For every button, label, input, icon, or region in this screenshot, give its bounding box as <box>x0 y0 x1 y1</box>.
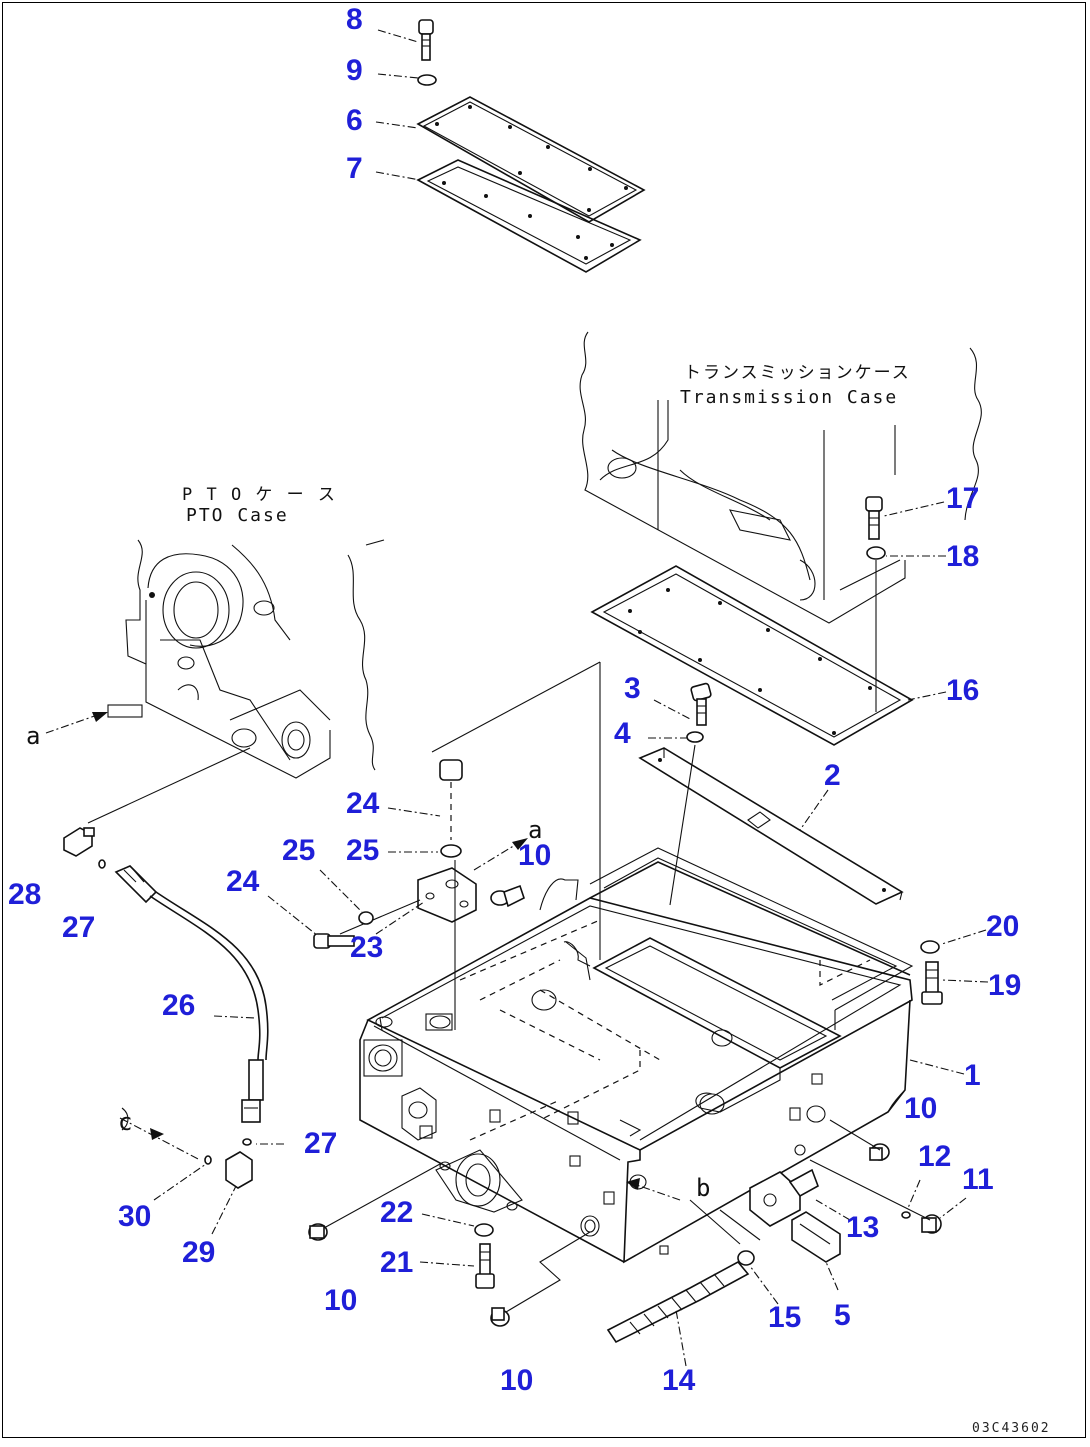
washer-15 <box>737 1250 755 1266</box>
callout-22: 22 <box>380 1196 413 1229</box>
callout-18: 18 <box>946 540 979 573</box>
valve-13 <box>749 1168 819 1227</box>
callout-19: 19 <box>988 969 1021 1002</box>
bolt-19 <box>921 961 943 1005</box>
sensor-28 <box>63 827 95 857</box>
plug-5 <box>791 1211 841 1263</box>
ref-a-top: a <box>528 816 542 844</box>
plug-10-top <box>490 884 525 908</box>
transmission-case-jp-label: トランスミッションケース <box>684 363 911 383</box>
main-case-1 <box>359 847 914 1264</box>
arrow-c-icon <box>150 1128 164 1140</box>
o-ring-30 <box>204 1155 212 1165</box>
callout-12: 12 <box>918 1140 951 1173</box>
callout-13: 13 <box>846 1211 879 1244</box>
drawing-code: 03C43602 <box>972 1421 1051 1436</box>
washer-4 <box>686 731 704 743</box>
callout-25b: 25 <box>282 834 315 867</box>
callout-16: 16 <box>946 674 979 707</box>
bolt-17 <box>865 496 883 540</box>
callout-24b: 24 <box>226 865 260 898</box>
transmission-case-outline <box>579 331 982 624</box>
bolt-24 <box>313 933 355 949</box>
callout-20: 20 <box>986 910 1019 943</box>
callout-23: 23 <box>350 931 383 964</box>
callout-1: 1 <box>964 1059 981 1092</box>
bolt-8 <box>418 19 434 61</box>
callout-5: 5 <box>834 1299 851 1332</box>
cap-24 <box>439 759 463 840</box>
cover-plate-6 <box>416 96 646 223</box>
callout-8: 8 <box>346 3 363 36</box>
bolt-3 <box>690 682 712 726</box>
callout-10d: 10 <box>500 1364 533 1397</box>
bolt-21 <box>475 1243 495 1289</box>
washer-22 <box>474 1223 494 1237</box>
callouts: 8 9 6 7 17 18 3 16 4 2 24 25 25 10 28 24… <box>8 3 1021 1397</box>
callout-4: 4 <box>614 717 631 750</box>
callout-28: 28 <box>8 878 41 911</box>
arrow-a-icon <box>92 712 108 722</box>
pto-case-jp-label: P T O ケ ー ス <box>182 485 337 505</box>
callout-30: 30 <box>118 1200 151 1233</box>
transmission-case-en-label: Transmission Case <box>680 387 898 408</box>
plug-10-bottom <box>490 1307 510 1327</box>
sensor-29 <box>225 1151 253 1189</box>
o-ring-12 <box>901 1211 911 1219</box>
callout-7: 7 <box>346 152 363 185</box>
o-ring-27-bottom <box>242 1138 252 1146</box>
callout-10c: 10 <box>324 1284 357 1317</box>
bracket-23 <box>417 867 477 923</box>
callout-27a: 27 <box>62 911 95 944</box>
ref-a-left: a <box>26 722 40 750</box>
callout-10b: 10 <box>904 1092 937 1125</box>
callout-26: 26 <box>162 989 195 1022</box>
callout-2: 2 <box>824 759 841 792</box>
ref-c: c <box>118 1108 132 1136</box>
washer-20 <box>920 940 940 954</box>
callout-11: 11 <box>962 1163 994 1196</box>
washer-25b <box>358 911 374 925</box>
callout-15: 15 <box>768 1301 801 1334</box>
callout-21: 21 <box>380 1246 413 1279</box>
callout-17: 17 <box>946 482 979 515</box>
washer-9 <box>417 74 437 86</box>
callout-3: 3 <box>624 672 641 705</box>
plug-11 <box>921 1214 942 1234</box>
pto-case-en-label: PTO Case <box>186 505 289 526</box>
hose-26 <box>114 865 269 1123</box>
gasket-16 <box>590 565 914 746</box>
callout-29: 29 <box>182 1236 215 1269</box>
plug-10-left <box>308 1223 328 1241</box>
pto-case-outline <box>107 539 385 779</box>
arrow-a2-icon <box>512 838 528 850</box>
callout-24a: 24 <box>346 787 380 820</box>
strainer-14 <box>606 1260 750 1344</box>
washer-25 <box>440 844 462 858</box>
gasket-7 <box>416 159 642 273</box>
callout-25a: 25 <box>346 834 379 867</box>
o-ring-27-top <box>98 859 106 869</box>
callout-10a: 10 <box>518 839 551 872</box>
callout-6: 6 <box>346 104 363 137</box>
arrow-b-icon <box>626 1178 640 1190</box>
ref-b: b <box>696 1174 710 1202</box>
callout-14: 14 <box>662 1364 696 1397</box>
bracket-2 <box>638 747 904 905</box>
callout-9: 9 <box>346 54 363 87</box>
washer-18 <box>866 546 886 560</box>
callout-27b: 27 <box>304 1127 337 1160</box>
